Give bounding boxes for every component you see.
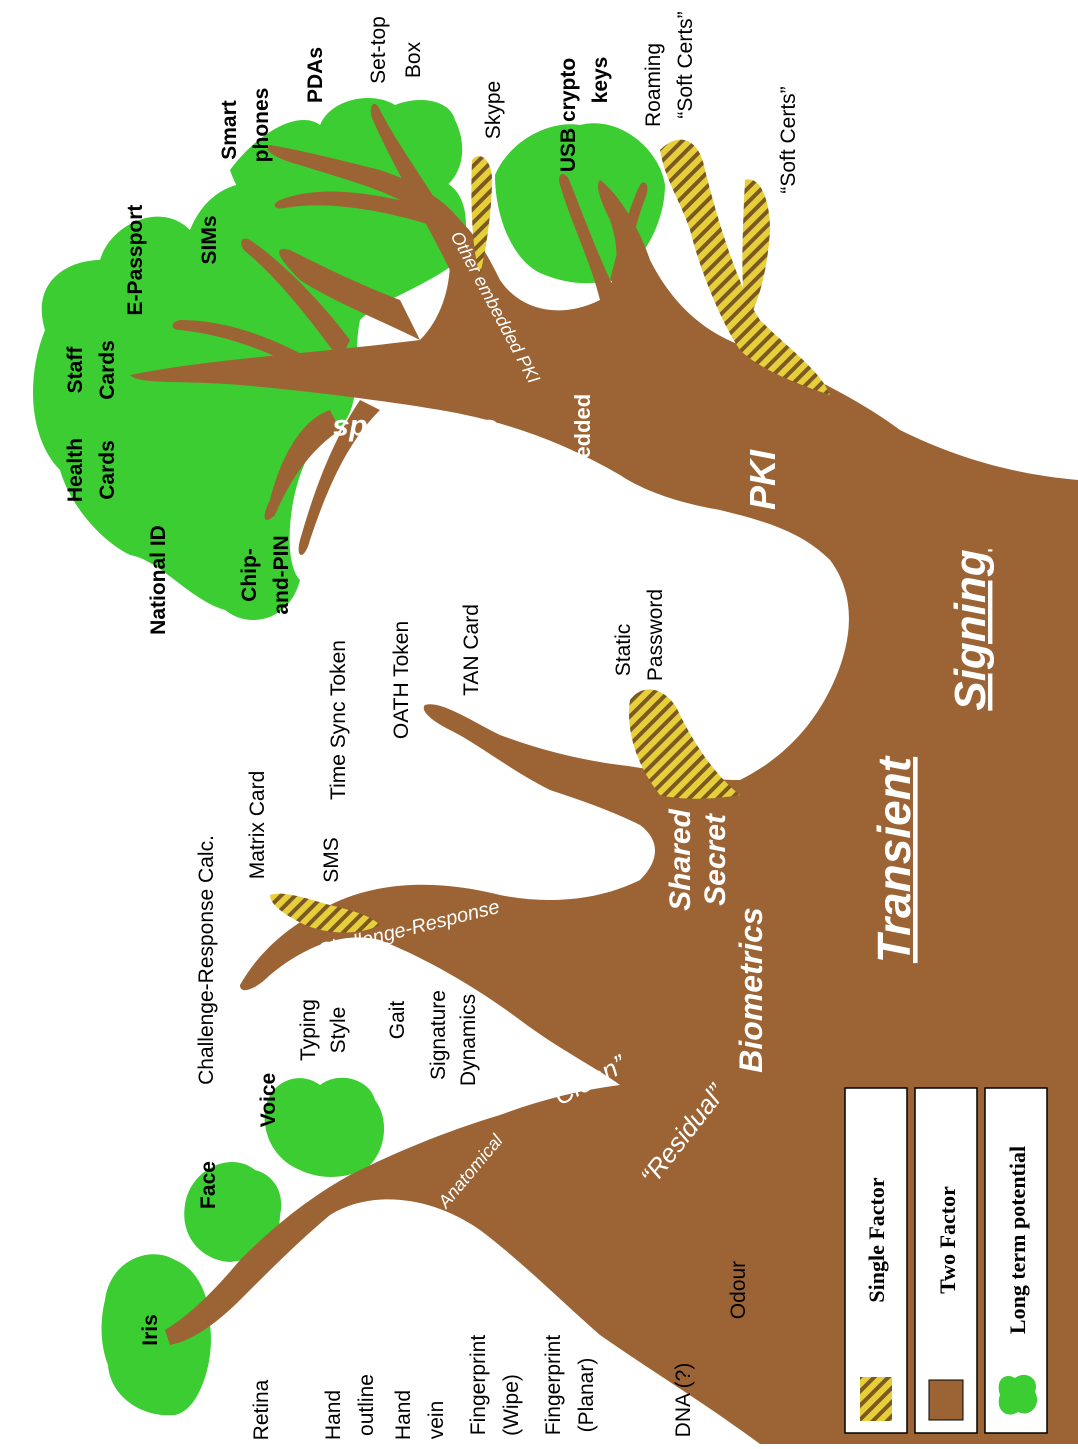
label-fingerprint-planar-2: (Planar)	[575, 1358, 598, 1433]
legend-swatch-long-term	[999, 1375, 1037, 1415]
label-signing: Signing	[946, 549, 995, 710]
label-staff-cards-1: Staff	[64, 346, 87, 394]
label-health-cards-2: Cards	[96, 440, 119, 500]
hatch-soft-certs-2	[742, 179, 770, 320]
legend-label-single-factor: Single Factor	[864, 1177, 889, 1302]
label-typing-style-2: Style	[327, 1007, 350, 1054]
canopy-voice	[265, 1078, 384, 1177]
label-face: Face	[197, 1161, 220, 1209]
label-voice: Voice	[257, 1073, 280, 1127]
label-sms: SMS	[320, 837, 343, 883]
label-tan-card: TAN Card	[460, 604, 483, 696]
label-usb-crypto-keys-1: USB crypto	[557, 58, 580, 172]
label-chip-and-pin-2: and-PIN	[270, 535, 293, 614]
label-otp: OTP	[546, 830, 588, 861]
label-smartcards: Smartcards	[332, 413, 497, 446]
label-e-passport: E-Passport	[124, 205, 147, 316]
label-hand-vein-2: vein	[425, 1401, 448, 1440]
label-secret: Secret	[699, 812, 732, 906]
label-fingerprint-planar-1: Fingerprint	[542, 1335, 565, 1436]
label-oath-token: OATH Token	[390, 621, 413, 739]
legend-label-two-factor: Two Factor	[935, 1186, 960, 1294]
label-staff-cards-2: Cards	[96, 340, 119, 400]
label-soft-certs: “Soft Certs”	[777, 86, 800, 193]
label-chip-and-pin-1: Chip-	[238, 548, 261, 602]
label-static-password-2: Password	[644, 589, 667, 681]
label-hand-outline-2: outline	[355, 1374, 378, 1436]
label-fingerprint-wipe-2: (Wipe)	[500, 1374, 523, 1436]
label-set-top-box-1: Set-top	[367, 16, 390, 84]
label-roaming-soft-certs: “Soft Certs”	[674, 11, 697, 118]
label-signature-dynamics-1: Signature	[427, 990, 450, 1080]
label-static-password-1: Static	[612, 624, 635, 677]
label-embedded: Embedded	[570, 394, 595, 506]
label-smart-phones-1: Smart	[218, 100, 241, 160]
label-time-sync-token: Time Sync Token	[327, 640, 350, 800]
label-hand-outline-1: Hand	[322, 1390, 345, 1440]
label-signature-dynamics-2: Dynamics	[457, 994, 480, 1086]
label-pki: PKI	[742, 449, 783, 510]
label-roaming: Roaming	[642, 43, 665, 127]
label-hand-vein-1: Hand	[392, 1390, 415, 1440]
label-iris: Iris	[139, 1314, 162, 1346]
label-usb-crypto-keys-2: keys	[589, 57, 612, 104]
label-fingerprint-wipe-1: Fingerprint	[467, 1335, 490, 1436]
label-sims: SIMs	[198, 215, 221, 264]
legend-swatch-two-factor	[929, 1380, 963, 1420]
label-gait: Gait	[386, 1001, 409, 1040]
label-health-cards-1: Health	[64, 438, 87, 502]
label-retina: Retina	[250, 1379, 273, 1440]
legend: Single Factor Two Factor Long term poten…	[845, 1088, 1047, 1433]
label-challenge-response-calc: Challenge-Response Calc.	[195, 835, 218, 1085]
label-time-based: Time Based	[411, 811, 508, 831]
label-matrix-card: Matrix Card	[246, 771, 269, 880]
legend-swatch-single-factor	[860, 1377, 892, 1421]
label-odour: Odour	[727, 1261, 750, 1319]
label-typing-style-1: Typing	[297, 999, 320, 1061]
label-national-id: National ID	[147, 525, 170, 635]
label-smart-phones-2: phones	[250, 88, 273, 163]
label-skype: Skype	[482, 81, 505, 139]
legend-label-long-term: Long term potential	[1005, 1146, 1030, 1334]
label-set-top-box-2: Box	[402, 41, 425, 78]
label-shared: Shared	[664, 808, 697, 910]
label-biometrics: Biometrics	[733, 907, 769, 1072]
label-transient: Transient	[868, 755, 920, 963]
label-dna: DNA (?)	[672, 1363, 695, 1438]
label-pdas: PDAs	[304, 47, 327, 103]
